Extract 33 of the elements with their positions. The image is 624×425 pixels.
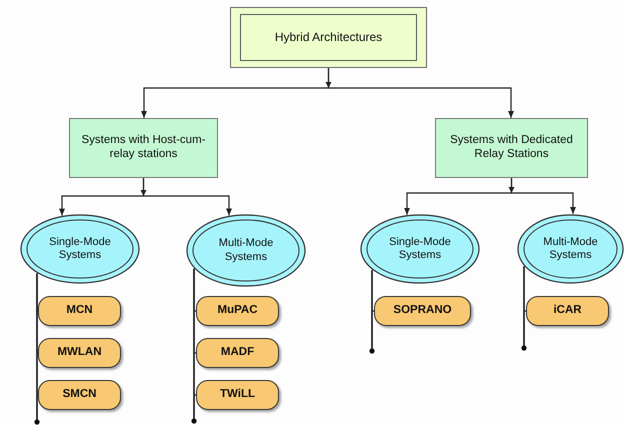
category-box [69, 118, 218, 178]
system-pill [196, 296, 279, 326]
connector-arrow [510, 178, 576, 214]
system-pill [196, 338, 279, 368]
node-label: Systems with Dedicated Relay Stations [449, 134, 574, 162]
node-label: Multi-Mode Systems [218, 237, 274, 264]
node-label: Multi-Mode Systems [542, 236, 599, 262]
mode-ellipse [20, 214, 140, 284]
system-pill [38, 380, 121, 410]
mode-ellipse [186, 214, 306, 287]
node-label: MWLAN [57, 346, 102, 360]
node-label: Hybrid Architectures [274, 30, 382, 45]
category-box [435, 118, 588, 178]
node-label: SOPRANO [393, 304, 452, 318]
node-label: TWiLL [220, 388, 256, 402]
node-label: Single-Mode Systems [388, 236, 452, 262]
connector-arrow [142, 178, 232, 216]
mode-ellipse [360, 214, 480, 284]
mode-ellipse [517, 214, 624, 284]
node-label: iCAR [553, 304, 582, 318]
title-box [230, 7, 427, 68]
node-label: Systems with Host-cum-relay stations [80, 134, 206, 162]
node-label: MuPAC [217, 304, 258, 318]
system-pill [526, 296, 609, 326]
system-pill [374, 296, 471, 326]
node-label: MCN [66, 304, 93, 318]
node-label: Single-Mode Systems [48, 236, 112, 262]
node-label: MADF [220, 346, 254, 360]
system-pill [38, 296, 121, 326]
system-pill [38, 338, 121, 368]
node-label: SMCN [62, 388, 96, 402]
connector-arrow [328, 68, 514, 118]
system-pill [196, 380, 279, 410]
